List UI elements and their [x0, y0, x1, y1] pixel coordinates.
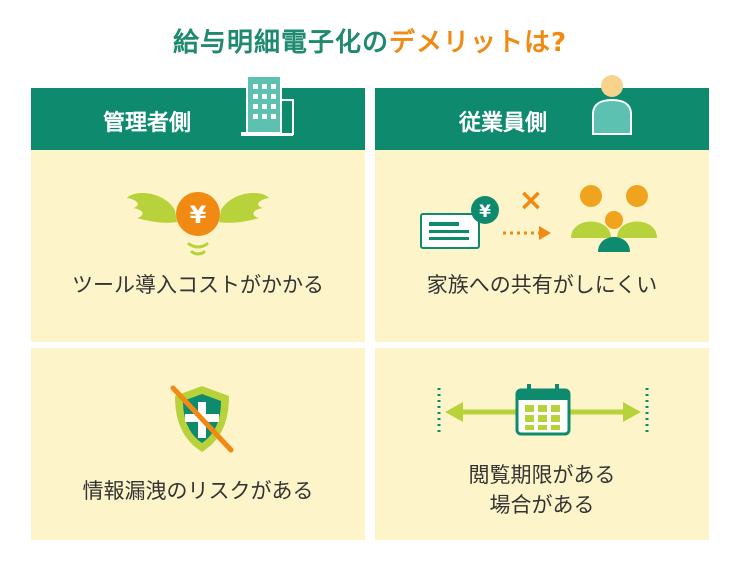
admin-cost-caption: ツール導入コストがかかる: [72, 273, 324, 297]
cross-mark: ×: [518, 183, 543, 218]
page-title: 給与明細電子化のデメリットは?: [0, 22, 740, 59]
share-yen-glyph: ¥: [479, 202, 491, 222]
flying-yen-coin-icon: ¥: [127, 192, 269, 256]
admin-header-label: 管理者側: [103, 111, 192, 136]
employee-period-cell: 閲覧期限がある 場合がある: [375, 348, 709, 540]
employee-header: 従業員側: [375, 75, 709, 150]
calendar-range-icon: [437, 384, 649, 436]
employee-share-cell: ¥ × 家族への共有がしにくい: [375, 150, 709, 342]
admin-security-caption: 情報漏洩のリスクがある: [82, 479, 314, 503]
person-icon: [592, 75, 632, 135]
payslip-share-family-icon: ¥ ×: [420, 183, 657, 252]
crossed-shield-icon: [170, 385, 234, 453]
employee-period-caption-line1: 閲覧期限がある: [468, 463, 616, 487]
employee-share-caption: 家族への共有がしにくい: [426, 273, 658, 297]
employee-period-caption-line2: 場合がある: [489, 493, 595, 517]
building-icon: [241, 75, 294, 136]
title-part-1: 給与明細電子化の: [172, 28, 389, 58]
admin-cost-cell: ¥ ツール導入コストがかかる: [31, 150, 365, 342]
employee-column: 従業員側 ¥ × 家族への共有がしにくい: [375, 75, 709, 540]
employee-header-label: 従業員側: [459, 111, 548, 136]
coin-yen-glyph: ¥: [190, 201, 207, 229]
title-part-2: デメリットは?: [388, 28, 568, 58]
admin-column: 管理者側 ¥ ツール導入コストがかかる: [31, 75, 365, 540]
admin-header: 管理者側: [31, 75, 365, 150]
admin-security-cell: 情報漏洩のリスクがある: [31, 348, 365, 540]
